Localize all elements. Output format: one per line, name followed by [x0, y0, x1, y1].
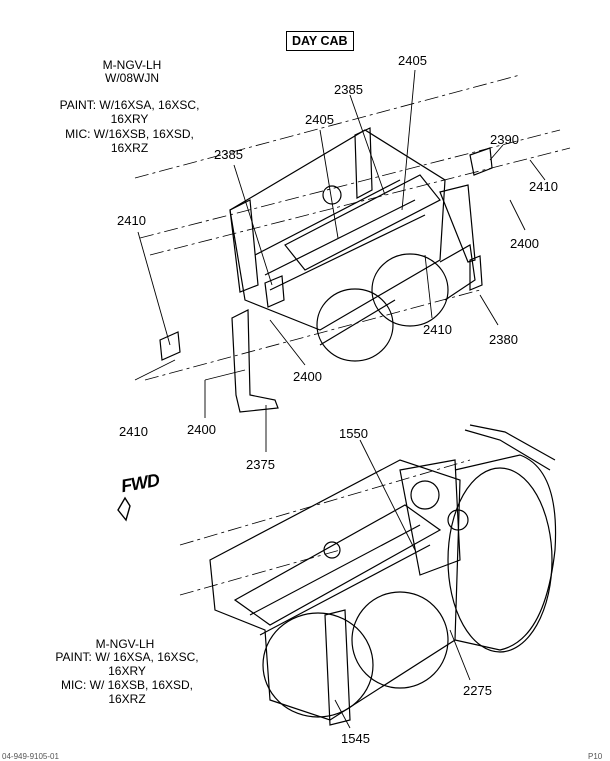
note-top-line1: M-NGV-LH — [102, 58, 162, 72]
callout-2410-left: 2410 — [117, 213, 146, 228]
upper-right-bracket — [439, 147, 493, 291]
callout-2380: 2380 — [489, 332, 518, 347]
lower-battery-box — [209, 424, 557, 726]
callout-1545: 1545 — [341, 731, 370, 746]
fwd-arrow-icon — [117, 496, 131, 522]
footer-page-ref: P10 — [588, 752, 603, 761]
callout-2390: 2390 — [490, 132, 519, 147]
title-box: DAY CAB — [286, 31, 354, 51]
note-top-paint: PAINT: W/16XSA, 16XSC, 16XRY — [59, 98, 200, 126]
upper-left-bracket — [159, 275, 285, 413]
callout-2410-bottom: 2410 — [119, 424, 148, 439]
note-top-mic: MIC: W/16XSB, 16XSD, 16XRZ — [65, 127, 194, 155]
note-top-line2: W/08WJN — [105, 71, 159, 85]
lower-frame-rail-lines — [179, 459, 471, 596]
callout-2385-left: 2385 — [214, 147, 243, 162]
footer-drawing-number: 04-949-9105-01 — [2, 752, 59, 761]
callout-2275: 2275 — [463, 683, 492, 698]
note-bottom-line1: M-NGV-LH — [95, 637, 155, 651]
lower-leader-lines — [334, 439, 471, 729]
callout-2405-mid: 2405 — [305, 112, 334, 127]
callout-1550: 1550 — [339, 426, 368, 441]
callout-2385-top: 2385 — [334, 82, 363, 97]
upper-leader-lines — [134, 69, 546, 452]
upper-battery-box — [229, 127, 476, 362]
callout-2400-bottom: 2400 — [187, 422, 216, 437]
callout-2375: 2375 — [246, 457, 275, 472]
callout-2400-center: 2400 — [293, 369, 322, 384]
callout-2410-right: 2410 — [529, 179, 558, 194]
callout-2400-right: 2400 — [510, 236, 539, 251]
note-bottom-mic: MIC: W/ 16XSB, 16XSD, 16XRZ — [60, 678, 194, 706]
callout-2405-top: 2405 — [398, 53, 427, 68]
callout-2410-center: 2410 — [423, 322, 452, 337]
note-bottom-paint: PAINT: W/ 16XSA, 16XSC, 16XRY — [55, 650, 199, 678]
